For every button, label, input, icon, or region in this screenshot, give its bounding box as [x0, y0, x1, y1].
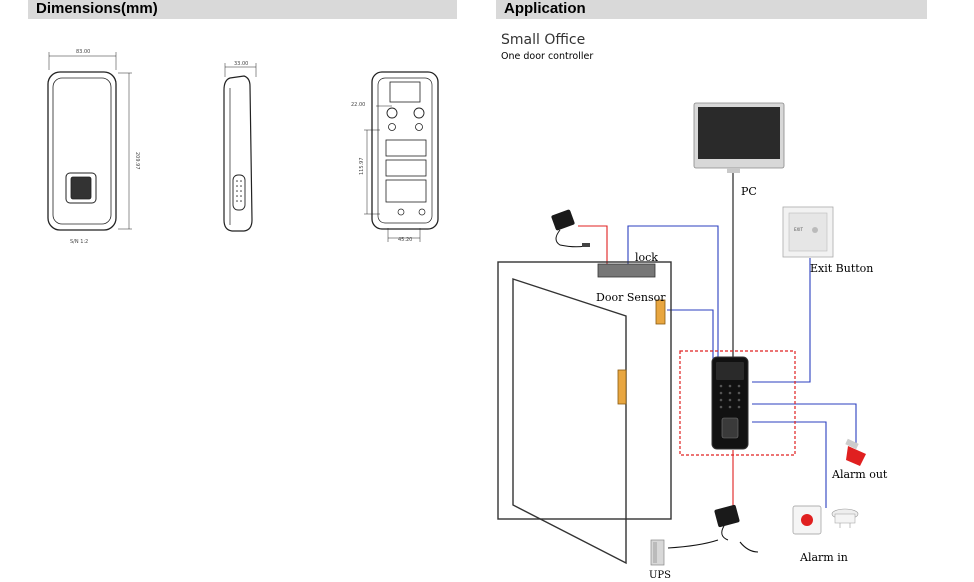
front-width-label: 83.00	[76, 49, 90, 55]
magnetic-lock	[597, 263, 656, 278]
door-sensor-label: Door Sensor	[596, 291, 666, 304]
alarm-out-label: Alarm out	[831, 468, 888, 481]
application-header: Application	[496, 0, 927, 19]
exit-plate-text: EXIT	[794, 227, 803, 232]
scale-label: S/N 1:2	[70, 239, 88, 245]
access-controller	[711, 356, 749, 450]
exit-button-label: Exit Button	[810, 262, 873, 275]
side-view-drawing	[223, 63, 257, 232]
scenario-title: Small Office	[501, 32, 586, 48]
alarm-in-label: Alarm in	[799, 551, 848, 564]
front-height-label: 209.97	[134, 152, 140, 170]
alarm-out-siren	[845, 438, 866, 466]
front-view-drawing	[47, 52, 132, 231]
scenario-subtitle: One door controller	[501, 51, 594, 62]
alarm-in-devices	[792, 505, 859, 535]
pc-label: PC	[741, 185, 757, 198]
back-view-drawing	[364, 71, 439, 242]
pc-monitor	[693, 102, 785, 173]
controller-wiring-box	[679, 350, 796, 456]
wiring	[578, 172, 857, 553]
door-sensor	[655, 299, 666, 325]
dimensions-title: Dimensions(mm)	[36, 0, 158, 17]
exit-button-device	[782, 206, 834, 258]
power-adapter-bottom	[714, 504, 740, 541]
back-bottom-label: 45.20	[398, 237, 412, 243]
door-frame	[497, 261, 672, 565]
application-title: Application	[504, 0, 586, 17]
door-latch	[617, 369, 627, 405]
ups-label: UPS	[649, 570, 671, 581]
back-height-label: 115.97	[359, 158, 365, 176]
ups-device	[650, 539, 665, 566]
dimensions-header: Dimensions(mm)	[28, 0, 457, 19]
lock-label: lock	[635, 251, 658, 264]
side-depth-label: 33.00	[234, 61, 248, 67]
power-adapter-top	[551, 209, 590, 248]
back-top-label: 22.00	[351, 102, 365, 108]
